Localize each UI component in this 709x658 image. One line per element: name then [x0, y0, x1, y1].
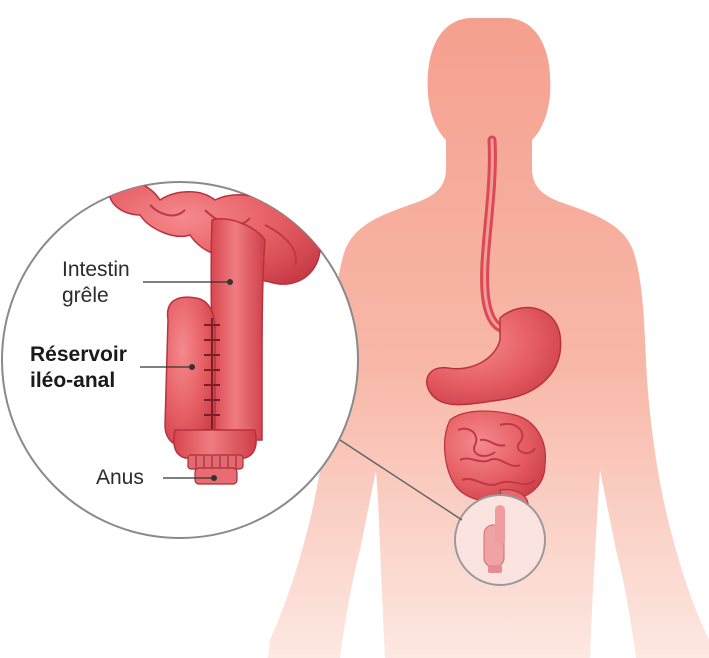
label-intestin: Intestin	[62, 258, 130, 282]
zoom-source-circle	[455, 495, 545, 585]
label-grele: grêle	[62, 284, 109, 308]
label-ileo-anal: iléo-anal	[30, 369, 115, 393]
label-anus: Anus	[96, 466, 144, 490]
label-reservoir: Réservoir	[30, 343, 127, 367]
